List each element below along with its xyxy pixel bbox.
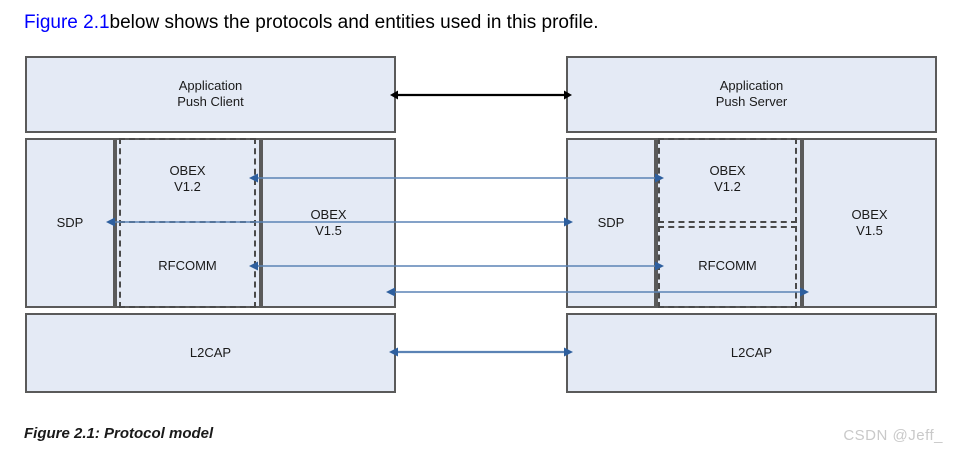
intro-text: below shows the protocols and entities u…: [109, 12, 599, 33]
figure-caption: Figure 2.1: Protocol model: [24, 425, 214, 442]
right-application-box[interactable]: [566, 56, 937, 133]
right-obex15-box[interactable]: [802, 138, 937, 308]
right-rfcomm-dashed-box: [658, 226, 797, 308]
right-sdp-box[interactable]: [566, 138, 656, 308]
left-application-box[interactable]: [25, 56, 396, 133]
figure-reference-link[interactable]: Figure 2.1: [24, 12, 110, 33]
right-obex12-dashed-box: [658, 138, 797, 223]
watermark-text: CSDN @Jeff_: [843, 427, 943, 444]
right-obex-group-fill: [656, 138, 802, 308]
left-sdp-box[interactable]: [25, 138, 115, 308]
left-obex-rfcomm-dashed-group: [119, 138, 256, 308]
left-obex-rfcomm-divider: [119, 221, 256, 223]
intro-paragraph: Figure 2.1below shows the protocols and …: [24, 11, 599, 35]
left-l2cap-box[interactable]: [25, 313, 396, 393]
right-l2cap-box[interactable]: [566, 313, 937, 393]
left-obex15-box[interactable]: [261, 138, 396, 308]
